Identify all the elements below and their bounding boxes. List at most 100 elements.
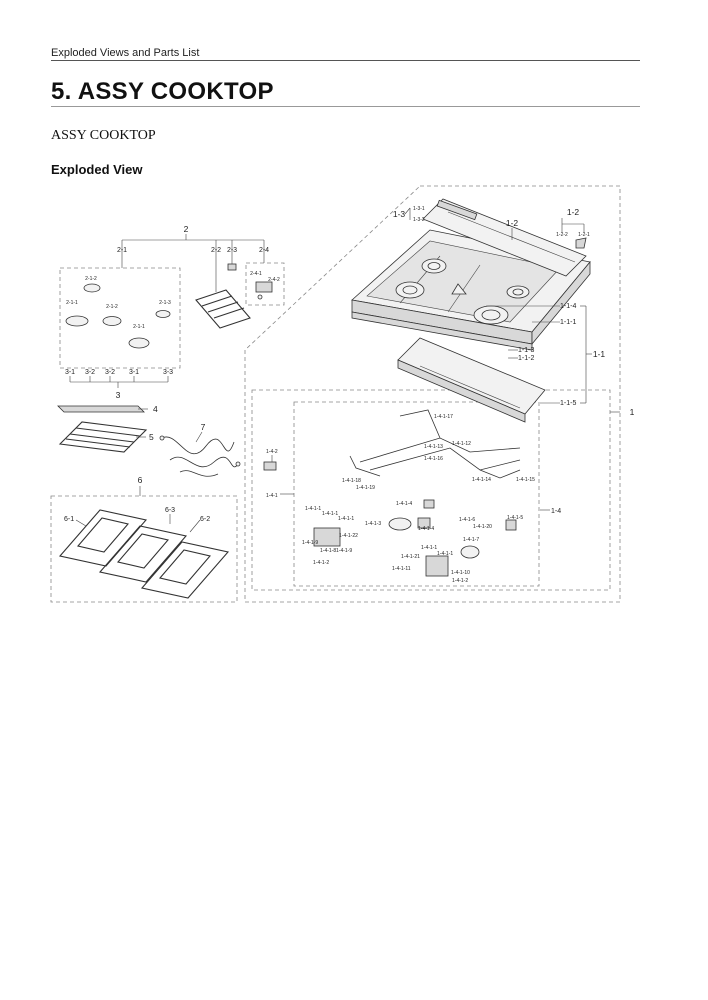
callout-6-2: 6-2 bbox=[200, 516, 210, 523]
control-rail bbox=[436, 199, 478, 221]
callout-2-4-2: 2-4-2 bbox=[268, 277, 280, 283]
callout-1-3-1: 1-3-1 bbox=[413, 206, 425, 212]
callout-1-4-1-5: 1-4-1-5 bbox=[507, 515, 523, 521]
title-rule bbox=[51, 106, 640, 107]
callout-1-1-5: 1-1-5 bbox=[560, 400, 576, 407]
callout-1-4-1-16: 1-4-1-16 bbox=[424, 456, 443, 462]
griddle-bracket bbox=[255, 281, 273, 300]
callout-2-3: 2-3 bbox=[227, 247, 237, 254]
callout-3-3: 3-3 bbox=[163, 369, 173, 376]
callout-1-1-2: 1-1-2 bbox=[518, 355, 534, 362]
callout-1-4-1-1-d: 1-4-1-1 bbox=[421, 545, 437, 551]
callout-3-1-b: 3-1 bbox=[129, 369, 139, 376]
section-subtitle: ASSY COOKTOP bbox=[51, 128, 156, 143]
callout-1-3-2: 1-3-2 bbox=[413, 217, 425, 223]
callout-1-4-1-2-b: 1-4-1-2 bbox=[452, 578, 468, 584]
callout-1-2-top: 1-2 bbox=[567, 207, 580, 217]
callout-1-4-1-1-e: 1-4-1-1 bbox=[437, 551, 453, 557]
callout-3-1-a: 3-1 bbox=[65, 369, 75, 376]
callout-2-1-2-b: 2-1-2 bbox=[106, 304, 118, 310]
callout-6-1: 6-1 bbox=[64, 516, 74, 523]
callout-1-4-1-8: 1-4-1-8 bbox=[320, 548, 336, 554]
running-head: Exploded Views and Parts List bbox=[51, 47, 200, 59]
callout-2: 2 bbox=[184, 224, 189, 234]
callout-1-4-1-9-a: 1-4-1-9 bbox=[302, 540, 318, 546]
valve-bodies bbox=[263, 461, 517, 577]
callout-2-2: 2-2 bbox=[211, 247, 221, 254]
grates-boundary bbox=[50, 495, 238, 603]
callout-1-1-3: 1-1-3 bbox=[518, 347, 534, 354]
callout-1-4-1-1-a: 1-4-1-1 bbox=[305, 506, 321, 512]
burner-caps bbox=[65, 283, 171, 349]
callout-6-3: 6-3 bbox=[165, 507, 175, 514]
callout-1-4-1-7: 1-4-1-7 bbox=[463, 537, 479, 543]
cooktop-frame-bracket bbox=[397, 337, 546, 423]
callout-5: 5 bbox=[149, 432, 154, 442]
callout-1: 1 bbox=[630, 407, 635, 417]
small-bracket bbox=[227, 263, 237, 271]
callout-1-4-1-2-a: 1-4-1-2 bbox=[313, 560, 329, 566]
chapter-title: 5. ASSY COOKTOP bbox=[51, 78, 274, 105]
callout-6: 6 bbox=[138, 475, 143, 485]
callout-1-4: 1-4 bbox=[551, 508, 561, 515]
callout-4: 4 bbox=[153, 404, 158, 414]
callout-1-4-1-22: 1-4-1-22 bbox=[339, 533, 358, 539]
callout-1-1-1: 1-1-1 bbox=[560, 319, 576, 326]
callout-1-3: 1-3 bbox=[393, 209, 406, 219]
trim-bar bbox=[57, 405, 145, 413]
callout-1-4-1-21: 1-4-1-21 bbox=[401, 554, 420, 560]
callout-2-1: 2-1 bbox=[117, 247, 127, 254]
callout-2-1-1-b: 2-1-1 bbox=[133, 324, 145, 330]
cooktop-assembly-boundary bbox=[244, 185, 621, 603]
wire-harness bbox=[159, 435, 241, 477]
griddle-grate bbox=[58, 421, 148, 453]
callout-1-4-1-15: 1-4-1-15 bbox=[516, 477, 535, 483]
callout-2-4-1: 2-4-1 bbox=[250, 271, 262, 277]
callout-1-4-1-1-b: 1-4-1-1 bbox=[322, 511, 338, 517]
callout-1-4-1-9-b: 1-4-1-9 bbox=[336, 548, 352, 554]
callout-1-2: 1-2 bbox=[506, 218, 519, 228]
callout-3: 3 bbox=[116, 390, 121, 400]
callout-1-4-1-1-c: 1-4-1-1 bbox=[338, 516, 354, 522]
callout-1-4-1-10: 1-4-1-10 bbox=[451, 570, 470, 576]
header-rule bbox=[51, 60, 640, 61]
callout-2-1-3: 2-1-3 bbox=[159, 300, 171, 306]
callout-1-4-1-19: 1-4-1-19 bbox=[356, 485, 375, 491]
callout-labels: 1 1-1 1-1-4 1-1-1 1-1-3 1-1-2 1-1-5 1-2 … bbox=[64, 206, 635, 584]
callout-1-2-1: 1-2-1 bbox=[578, 232, 590, 238]
callout-1-4-1-6: 1-4-1-6 bbox=[459, 517, 475, 523]
callout-1-4-1-20: 1-4-1-20 bbox=[473, 524, 492, 530]
knob-bracket-part bbox=[575, 237, 587, 249]
callout-1-4-2: 1-4-2 bbox=[266, 449, 278, 455]
callout-2-1-1-a: 2-1-1 bbox=[66, 300, 78, 306]
callout-1-4-1-12: 1-4-1-12 bbox=[452, 441, 471, 447]
callout-1-4-1-17: 1-4-1-17 bbox=[434, 414, 453, 420]
burner-cover-strip bbox=[422, 198, 587, 277]
callout-1-4-1-4-a: 1-4-1-4 bbox=[396, 501, 412, 507]
callout-1-4-1: 1-4-1 bbox=[266, 493, 278, 499]
section-heading: Exploded View bbox=[51, 162, 143, 177]
callout-3-2-a: 3-2 bbox=[85, 369, 95, 376]
burner-caps-boundary bbox=[59, 267, 181, 369]
callout-1-1-4: 1-1-4 bbox=[560, 303, 576, 310]
callout-1-4-1-3: 1-4-1-3 bbox=[365, 521, 381, 527]
gas-manifold-tubes bbox=[349, 409, 521, 479]
leader-lines bbox=[69, 207, 620, 533]
callout-1-4-1-13: 1-4-1-13 bbox=[424, 444, 443, 450]
callout-1-4-1-14-a: 1-4-1-14 bbox=[472, 477, 491, 483]
callout-3-2-b: 3-2 bbox=[105, 369, 115, 376]
valve-assembly-boundary bbox=[251, 389, 611, 591]
callout-2-4: 2-4 bbox=[259, 247, 269, 254]
callout-1-4-1-18: 1-4-1-18 bbox=[342, 478, 361, 484]
main-grates bbox=[58, 509, 230, 599]
wok-grate bbox=[195, 289, 251, 329]
callout-1-2-2: 1-2-2 bbox=[556, 232, 568, 238]
front-trim-strip bbox=[351, 311, 533, 351]
callout-2-1-2-a: 2-1-2 bbox=[85, 276, 97, 282]
callout-1-1: 1-1 bbox=[593, 349, 606, 359]
bracket-group-boundary bbox=[245, 262, 285, 306]
callout-1-4-1-11: 1-4-1-11 bbox=[392, 566, 411, 572]
callout-7: 7 bbox=[201, 422, 206, 432]
callout-1-4-1-4-b: 1-4-1-4 bbox=[418, 526, 434, 532]
